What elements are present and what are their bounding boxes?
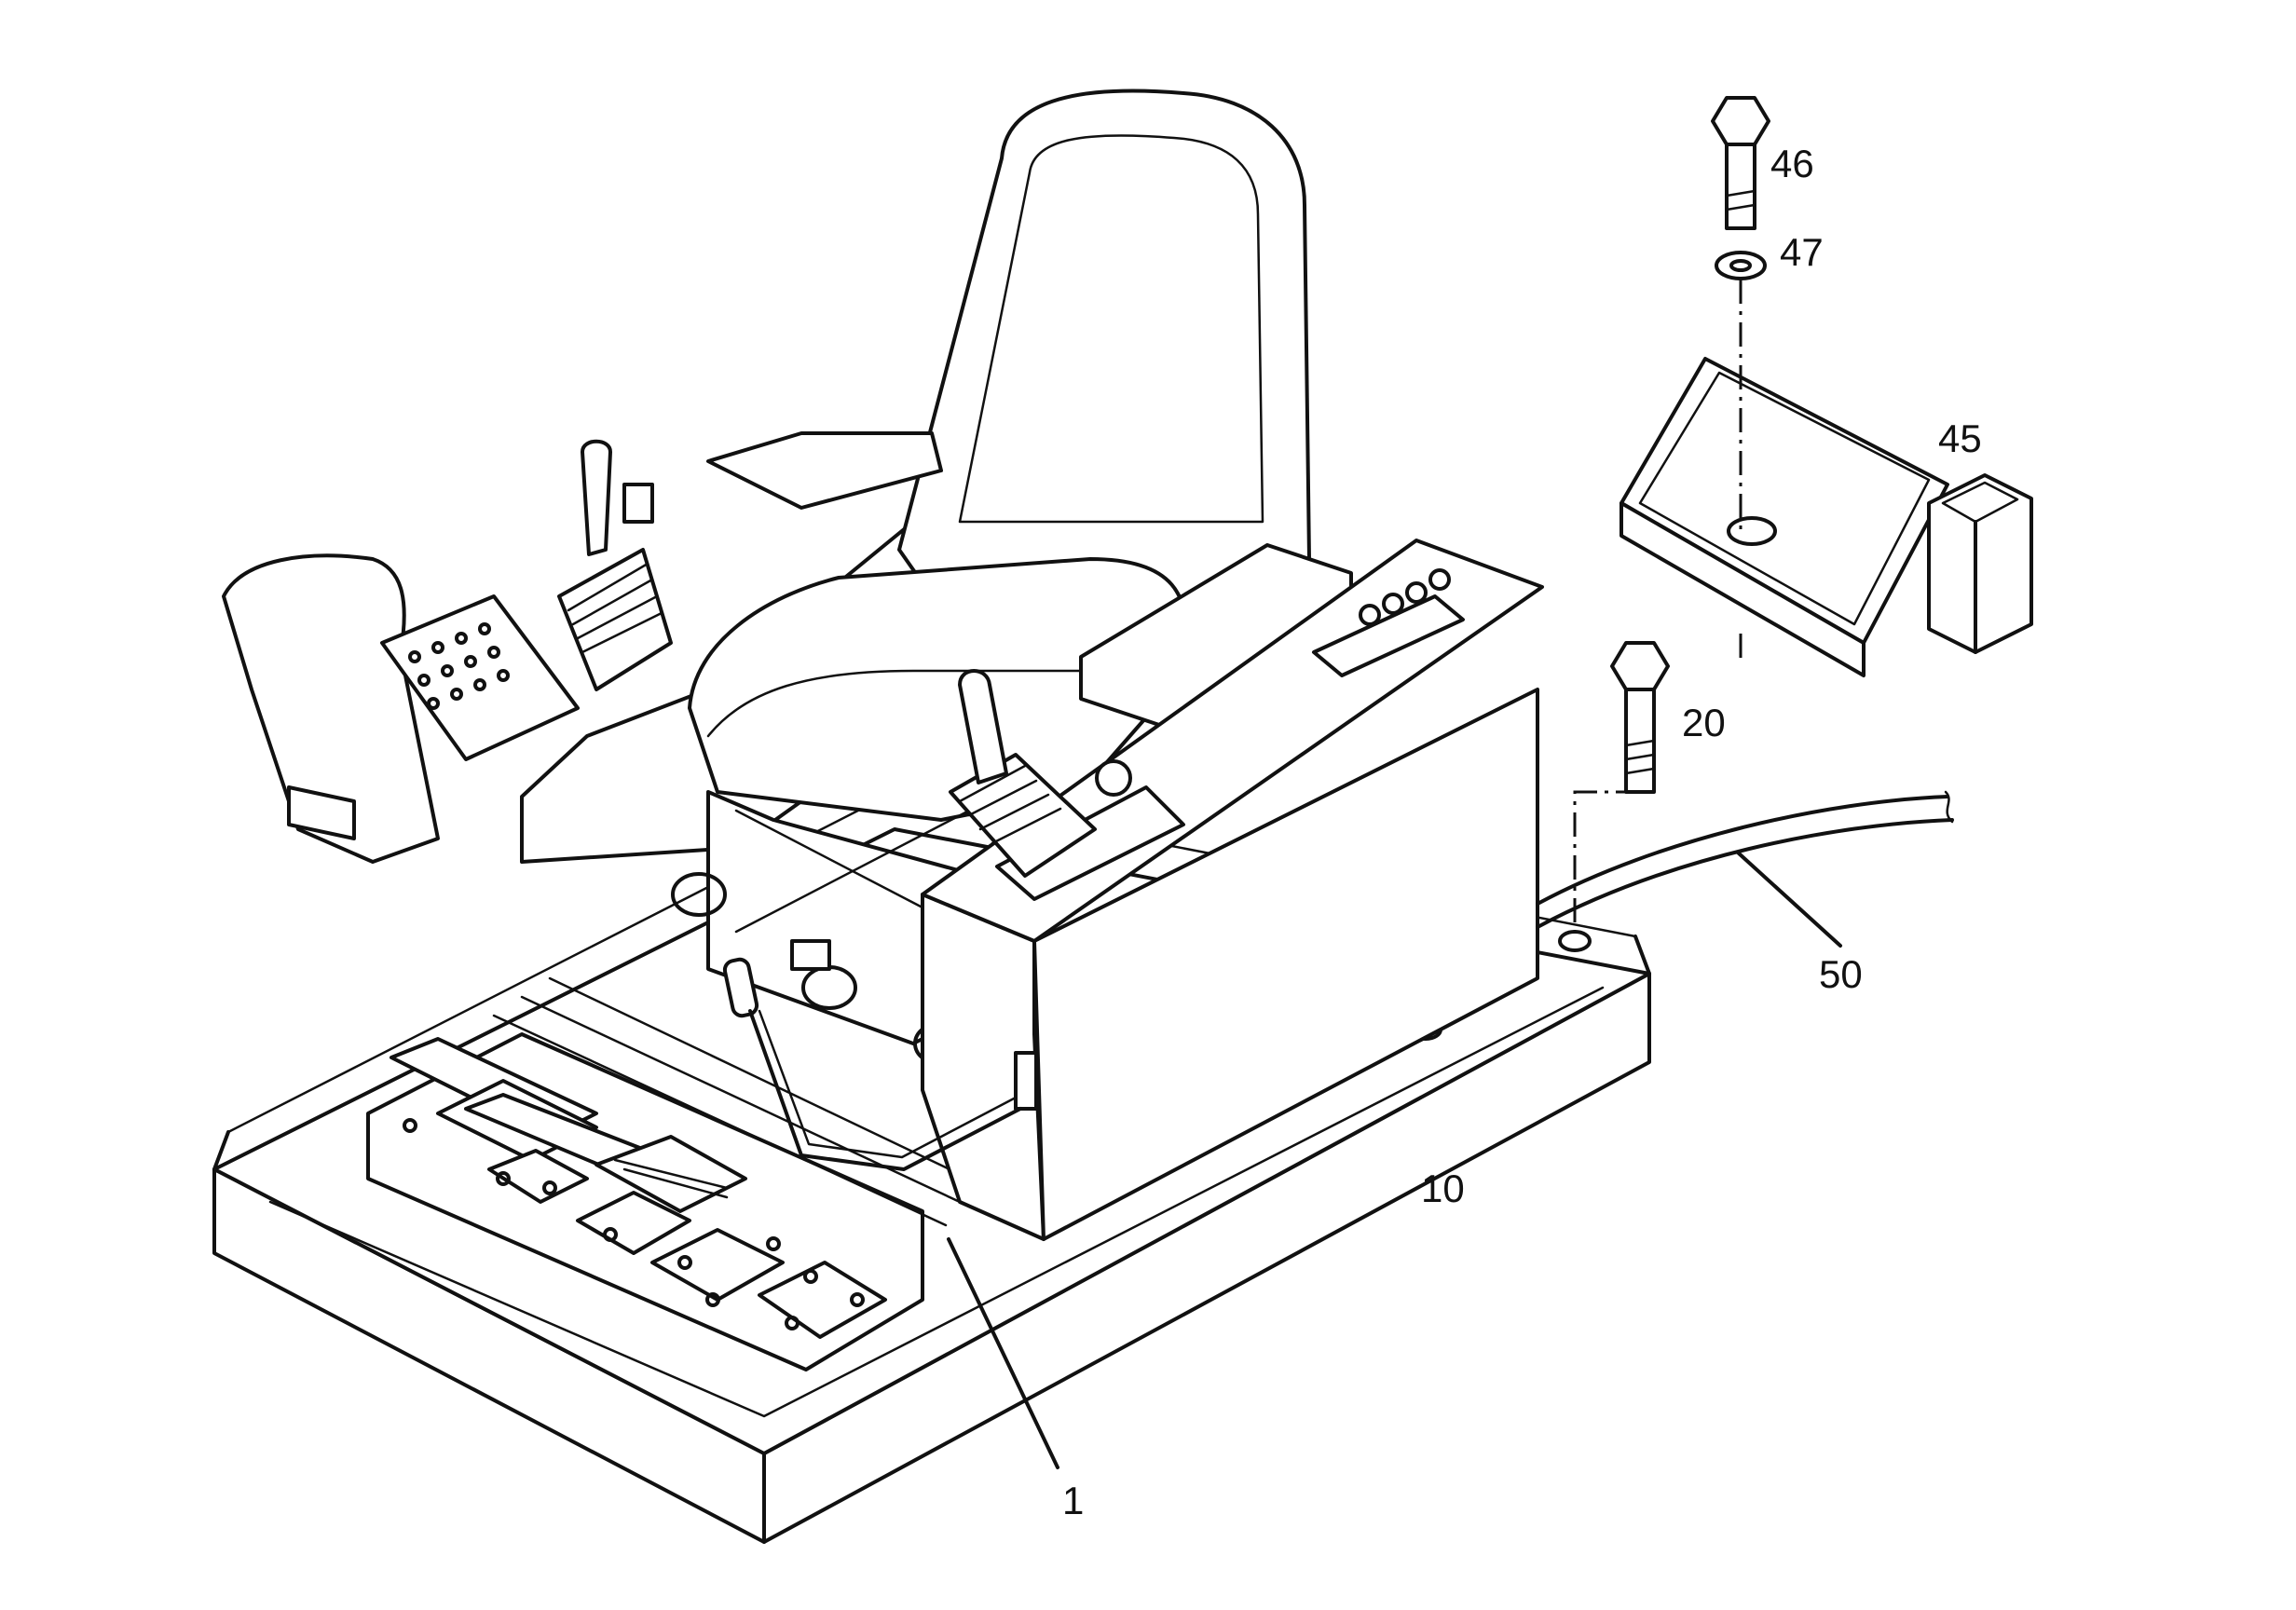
bolt-46-shank	[1725, 143, 1756, 230]
right-joystick-handle	[958, 669, 1008, 785]
bolt-20-centerline	[1573, 790, 1640, 941]
right-control-box	[921, 539, 1544, 1241]
left-button-grid	[408, 622, 510, 710]
leader-1	[947, 1237, 1059, 1469]
bolt-46-head	[1711, 96, 1770, 146]
seat-backrest	[897, 89, 1311, 617]
washer-47	[1715, 251, 1767, 280]
left-joystick-handle	[581, 439, 612, 556]
tray-hole	[1727, 516, 1777, 546]
lever-rod	[748, 1009, 1022, 1171]
leader-50	[1736, 851, 1842, 948]
switch-panel	[1312, 594, 1465, 677]
box-handle-slot	[1014, 1051, 1038, 1111]
storage-tray	[1620, 357, 2033, 677]
bolt-20-head	[1610, 641, 1670, 691]
pedal-bracket	[576, 1191, 691, 1255]
left-console-slot	[287, 785, 356, 840]
callout-20: 20	[1682, 701, 1726, 744]
pedal-right	[464, 1093, 747, 1213]
left-armrest	[706, 431, 943, 510]
callout-46: 46	[1770, 142, 1814, 185]
foot-plate	[650, 1228, 785, 1302]
operator-seat	[671, 89, 1353, 1066]
rotary-knob	[1095, 759, 1132, 797]
left-joystick	[557, 439, 673, 691]
cup-holder	[1927, 473, 2033, 654]
callout-47: 47	[1780, 230, 1824, 274]
foot-plate	[758, 1261, 887, 1339]
right-box-side	[1032, 688, 1539, 1241]
cable-harness	[1536, 790, 1954, 929]
left-button-panel	[380, 594, 580, 761]
tray-front	[1620, 501, 1866, 677]
callout-50: 50	[1819, 952, 1863, 996]
leader-lines	[947, 851, 1842, 1469]
callout-1: 1	[1062, 1479, 1084, 1522]
lever-knob	[722, 957, 759, 1018]
bolt-46	[1711, 96, 1770, 230]
right-joystick	[949, 669, 1097, 878]
bolt-20	[1573, 641, 1670, 941]
callout-10: 10	[1421, 1167, 1465, 1210]
pedal-bracket	[487, 1149, 589, 1204]
floor-plate	[366, 976, 971, 1371]
floor-lever	[722, 957, 1022, 1171]
callout-45: 45	[1938, 416, 1982, 460]
callouts: 1 10 20 45 46 47 50	[1062, 142, 1982, 1522]
mount-hole-rear	[1558, 930, 1592, 952]
platform-inner-edge	[268, 986, 1605, 1418]
